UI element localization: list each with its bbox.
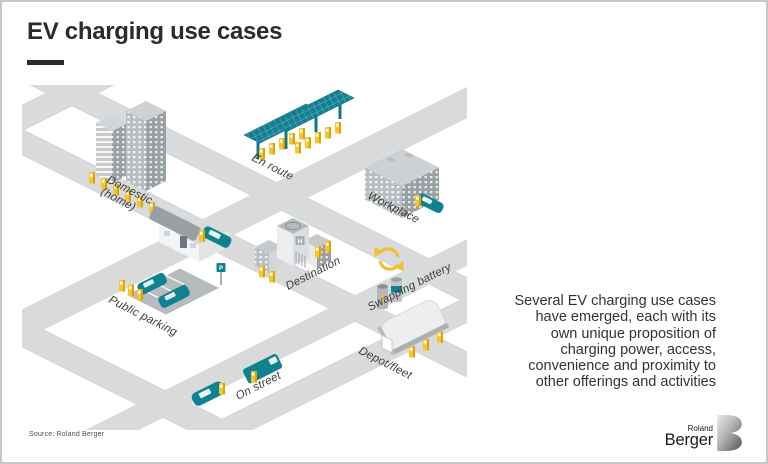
battery-icon: [377, 284, 388, 309]
hotel-entrance: [295, 251, 306, 268]
swap-arrowhead: [374, 247, 383, 257]
house-roof: [149, 206, 201, 241]
solar-panel: [271, 89, 355, 132]
road: [22, 318, 246, 430]
helipad-circle: [284, 221, 302, 231]
swap-arrowhead: [395, 261, 404, 271]
charging-station-icon: [315, 132, 321, 144]
road: [22, 85, 115, 132]
charging-station-icon: [299, 128, 305, 140]
hotel-face: [277, 226, 293, 266]
commentary-line: charging power, access,: [560, 341, 716, 358]
ev-car: [201, 226, 232, 248]
wing-face: [255, 247, 269, 273]
source-note: Source:Roland Berger: [29, 431, 106, 438]
commentary-line: convenience and proximity to: [528, 358, 716, 375]
roof-vent: [386, 157, 396, 162]
warehouse-base: [390, 322, 450, 356]
commentary-line: other offerings and activities: [535, 374, 716, 391]
tower-face: [126, 111, 146, 191]
hotel-sign: [295, 236, 305, 245]
roland-berger-logo: Roland Berger: [665, 415, 742, 451]
charging-station-icon: [305, 137, 311, 149]
commentary-line: Several EV charging use cases: [514, 293, 717, 309]
parking-sign: [216, 263, 226, 272]
charging-station-icon: [437, 331, 443, 343]
charging-station-icon: [219, 383, 225, 395]
ev-use-cases-illustration: H P: [22, 85, 467, 430]
office-building: [365, 149, 444, 218]
charging-station-icon: [325, 127, 331, 139]
ev-car: [416, 193, 444, 213]
charging-station-icon: [279, 138, 285, 150]
ev-car: [137, 272, 167, 295]
charging-station-icon: [259, 266, 265, 278]
house: [149, 206, 232, 262]
title-underline: [27, 60, 64, 65]
logo-line-berger: Berger: [664, 431, 714, 449]
charging-station-icon: [335, 122, 341, 134]
charging-station-icon: [119, 280, 125, 292]
parking-sign-letter: P: [219, 266, 223, 272]
charging-station-icon: [89, 172, 95, 184]
house-door: [180, 236, 187, 248]
commentary-line: have emerged, each with its: [535, 309, 716, 326]
road: [85, 239, 467, 430]
on-street-charging: [191, 354, 283, 406]
ev-car: [158, 285, 190, 308]
street-grid: [22, 85, 467, 430]
apartment-buildings: [89, 101, 166, 214]
depot-warehouse: [377, 300, 450, 358]
parking-lot: P: [119, 263, 226, 315]
roof-vent: [404, 153, 414, 158]
tower-face: [146, 111, 166, 191]
charging-station-icon: [137, 289, 143, 301]
charging-station-icon: [325, 241, 331, 253]
charging-station-icon: [199, 230, 205, 242]
office-face: [402, 167, 439, 218]
warehouse-door: [381, 334, 393, 354]
house-window: [164, 231, 170, 236]
battery-icon: [391, 277, 402, 302]
charging-station-icon: [269, 143, 275, 155]
logo-b-mark: [717, 415, 742, 451]
commentary-text: Several EV charging use cases have emerg…: [462, 293, 717, 391]
ev-car: [191, 381, 225, 406]
charging-station-icon: [423, 339, 429, 351]
road: [22, 86, 467, 341]
source-label: Source:: [29, 431, 55, 438]
charging-station-icon: [415, 195, 421, 207]
commentary-line: own unique proposition of: [550, 325, 716, 342]
tower-face: [96, 123, 112, 183]
office-face: [365, 167, 402, 218]
logo-wordmark: Roland Berger: [664, 424, 714, 451]
charging-station-icon: [289, 133, 295, 145]
tower-face: [112, 123, 128, 183]
charging-station-icon: [128, 284, 134, 296]
battery-swap-station: [374, 247, 404, 309]
logo-line-roland: Roland: [687, 424, 713, 433]
charging-station-icon: [269, 271, 275, 283]
charging-station-icon: [295, 142, 301, 154]
house-window: [190, 243, 196, 248]
solar-canopy-station: [243, 89, 355, 160]
charging-station-icon: [315, 246, 321, 258]
hotel-building: H: [255, 218, 331, 283]
hotel-sign-letter: H: [298, 238, 303, 245]
page-title: EV charging use cases: [27, 18, 283, 45]
charging-station-icon: [409, 346, 415, 358]
source-value: Roland Berger: [56, 431, 105, 438]
